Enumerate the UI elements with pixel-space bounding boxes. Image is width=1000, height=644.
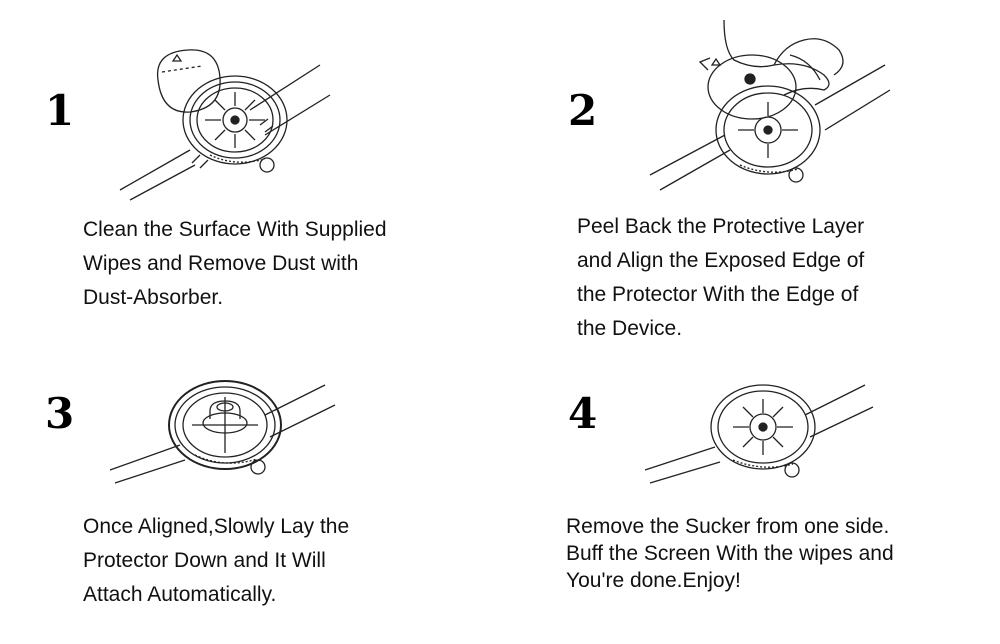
- step-1-instructions: Clean the Surface With Supplied Wipes an…: [83, 213, 387, 315]
- step-2-line: the Protector With the Edge of: [577, 283, 859, 306]
- watch-with-suction-tool-illustration: [109, 380, 336, 484]
- step-4-number: 4: [568, 389, 598, 438]
- step-3-line: Attach Automatically.: [83, 583, 277, 606]
- peel-protector-illustration: [649, 19, 891, 191]
- step-2-line: the Device.: [577, 317, 683, 340]
- step-4-instructions: Remove the Sucker from one side. Buff th…: [566, 513, 894, 594]
- step-1-line: Wipes and Remove Dust with: [83, 252, 359, 275]
- step-2-line: Peel Back the Protective Layer: [577, 215, 865, 238]
- step-1-line: Clean the Surface With Supplied: [83, 218, 387, 241]
- step-4-line: Buff the Screen With the wipes and: [566, 542, 894, 565]
- step-4-line: You're done.Enjoy!: [566, 569, 741, 592]
- step-2-line: and Align the Exposed Edge of: [577, 249, 865, 272]
- watch-with-dust-absorber-illustration: [119, 49, 331, 201]
- step-4-line: Remove the Sucker from one side.: [566, 515, 890, 538]
- step-2-number: 2: [568, 86, 598, 135]
- step-3-instructions: Once Aligned,Slowly Lay the Protector Do…: [83, 510, 349, 612]
- step-3-line: Protector Down and It Will: [83, 549, 326, 572]
- step-3-line: Once Aligned,Slowly Lay the: [83, 515, 350, 538]
- step-1-line: Dust-Absorber.: [83, 286, 224, 309]
- finished-watch-illustration: [644, 384, 874, 484]
- step-3-number: 3: [45, 389, 75, 438]
- step-2-instructions: Peel Back the Protective Layer and Align…: [577, 210, 864, 346]
- step-1-number: 1: [45, 86, 75, 135]
